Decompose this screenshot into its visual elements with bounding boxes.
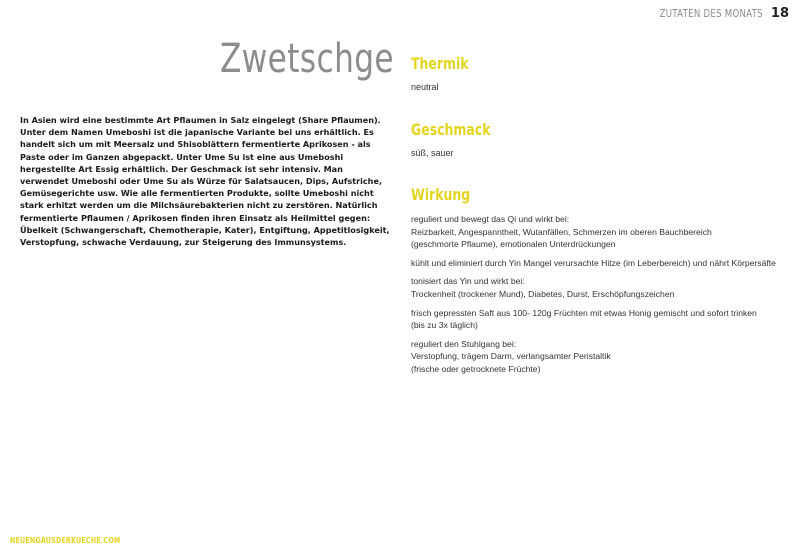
- thermik-heading: Thermik: [411, 54, 469, 73]
- wirkung-list: reguliert und bewegt das Qi und wirkt be…: [411, 213, 791, 382]
- wirkung-heading: Wirkung: [411, 185, 471, 204]
- section-title: ZUTATEN DES MONATS: [659, 8, 763, 20]
- website-link[interactable]: NEUENGAUSDERKUECHE.COM: [10, 536, 121, 545]
- wirkung-item: reguliert den Stuhlgang bei: Verstopfung…: [411, 338, 611, 374]
- geschmack-heading: Geschmack: [411, 120, 491, 139]
- wirkung-item: reguliert und bewegt das Qi und wirkt be…: [411, 214, 712, 250]
- page-title: Zwetschge: [220, 36, 395, 82]
- page-number: 18: [770, 6, 789, 21]
- intro-paragraph: In Asien wird eine bestimmte Art Pflaume…: [20, 115, 390, 248]
- wirkung-item: tonisiert das Yin und wirkt bei: Trocken…: [411, 276, 675, 299]
- geschmack-value: süß, sauer: [411, 148, 454, 158]
- page-header: ZUTATEN DES MONATS 18: [637, 6, 789, 21]
- wirkung-item: frisch gepressten Saft aus 100- 120g Frü…: [411, 307, 757, 331]
- wirkung-item: kühlt und eliminiert durch Yin Mangel ve…: [411, 257, 776, 268]
- thermik-value: neutral: [411, 82, 439, 92]
